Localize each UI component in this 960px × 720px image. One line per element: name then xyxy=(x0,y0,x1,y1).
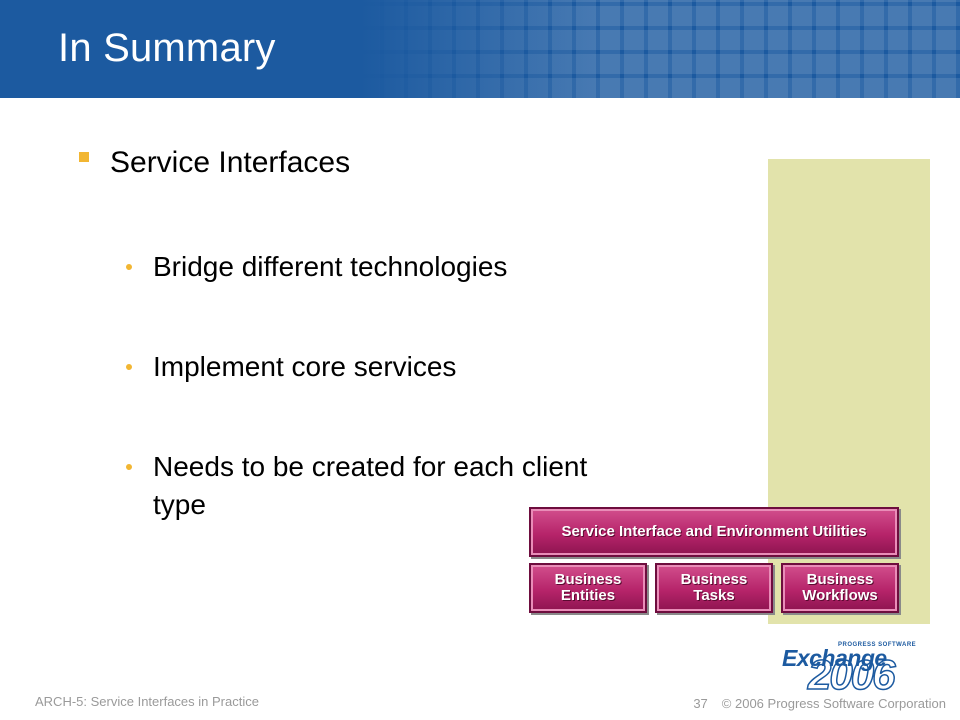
header-tile-pattern xyxy=(360,0,960,98)
square-bullet-icon xyxy=(79,152,89,162)
bullet-service-interfaces: Service Interfaces xyxy=(110,146,351,179)
page-number: 37 xyxy=(693,696,708,711)
diagram-box-service-interface: Service Interface and Environment Utilit… xyxy=(529,507,899,557)
bullet-client-type: Needs to be created for each client type xyxy=(153,451,588,520)
diagram-box-line: Workflows xyxy=(802,587,878,604)
copyright: © 2006 Progress Software Corporation xyxy=(721,696,946,711)
diagram-box-line: Business xyxy=(554,571,622,588)
diagram-box-line: Tasks xyxy=(693,587,735,604)
dot-bullet-icon xyxy=(126,464,132,470)
diagram-box-line: Business xyxy=(806,571,874,588)
logo-word: Exchange xyxy=(782,645,887,671)
diagram-box-label: Business Entities xyxy=(555,572,622,604)
header-band: In Summary xyxy=(0,0,960,98)
diagram-box-business-tasks: Business Tasks xyxy=(655,563,773,613)
diagram-box-line: Entities xyxy=(560,587,616,604)
footer-right: 37 © 2006 Progress Software Corporation xyxy=(693,696,946,711)
bullet-bridge-technologies: Bridge different technologies xyxy=(153,251,508,282)
logo-year: 2006 xyxy=(807,651,896,698)
logo-small-text: PROGRESS SOFTWARE xyxy=(838,642,917,648)
dot-bullet-icon xyxy=(126,264,132,270)
diagram-box-label: Business Tasks xyxy=(681,572,748,604)
diagram-box-business-entities: Business Entities xyxy=(529,563,647,613)
dot-bullet-icon xyxy=(126,364,132,370)
diagram-box-line: Business xyxy=(680,571,748,588)
exchange-2006-logo: 2006 Exchange PROGRESS SOFTWARE xyxy=(780,640,930,696)
diagram-box-business-workflows: Business Workflows xyxy=(781,563,899,613)
diagram-box-label: Service Interface and Environment Utilit… xyxy=(561,523,867,540)
footer-session: ARCH-5: Service Interfaces in Practice xyxy=(35,694,259,709)
diagram-box-label: Business Workflows xyxy=(802,572,878,604)
bullet-core-services: Implement core services xyxy=(153,351,457,382)
slide-title: In Summary xyxy=(58,26,276,70)
